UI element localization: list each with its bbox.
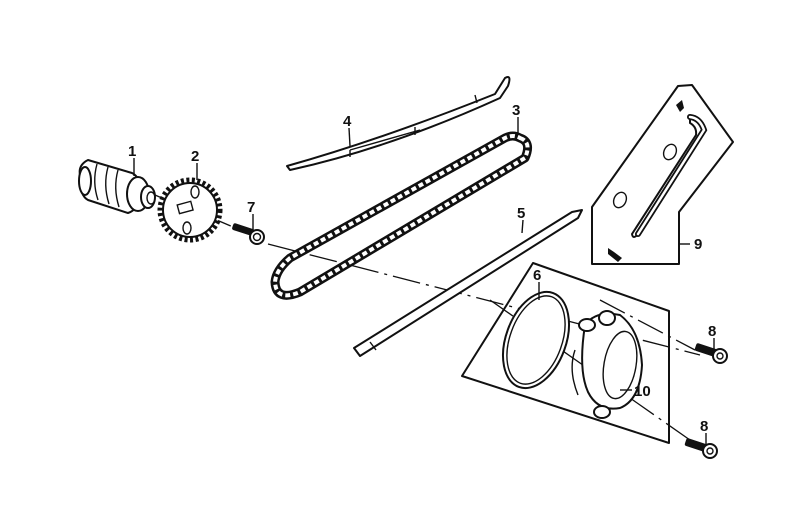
chain-guide-part <box>353 209 583 357</box>
leader-lines <box>133 117 715 445</box>
cam-sprocket-part <box>157 177 223 243</box>
sprocket-bolt-part <box>232 223 265 245</box>
camshaft-part <box>78 159 156 214</box>
callout-10: 10 <box>634 383 651 400</box>
flange-bolt-upper-part <box>694 343 728 364</box>
callout-8-upper: 8 <box>708 323 716 340</box>
callout-3: 3 <box>512 102 520 119</box>
callouts: 1 2 3 4 5 6 7 8 8 9 10 <box>128 102 716 435</box>
callout-8-lower: 8 <box>700 418 708 435</box>
callout-2: 2 <box>191 148 199 165</box>
callout-7: 7 <box>247 199 255 216</box>
tensioner-kit-box <box>591 84 734 265</box>
cam-chain-part <box>270 131 533 300</box>
flange-bolt-lower-part <box>684 438 718 459</box>
callout-1: 1 <box>128 143 136 160</box>
callout-5: 5 <box>517 205 525 222</box>
tensioner-slipper-part <box>286 76 511 171</box>
tensioner-lifter-box <box>461 262 670 444</box>
callout-6: 6 <box>533 267 541 284</box>
callout-4: 4 <box>343 113 352 130</box>
callout-9: 9 <box>694 236 702 253</box>
